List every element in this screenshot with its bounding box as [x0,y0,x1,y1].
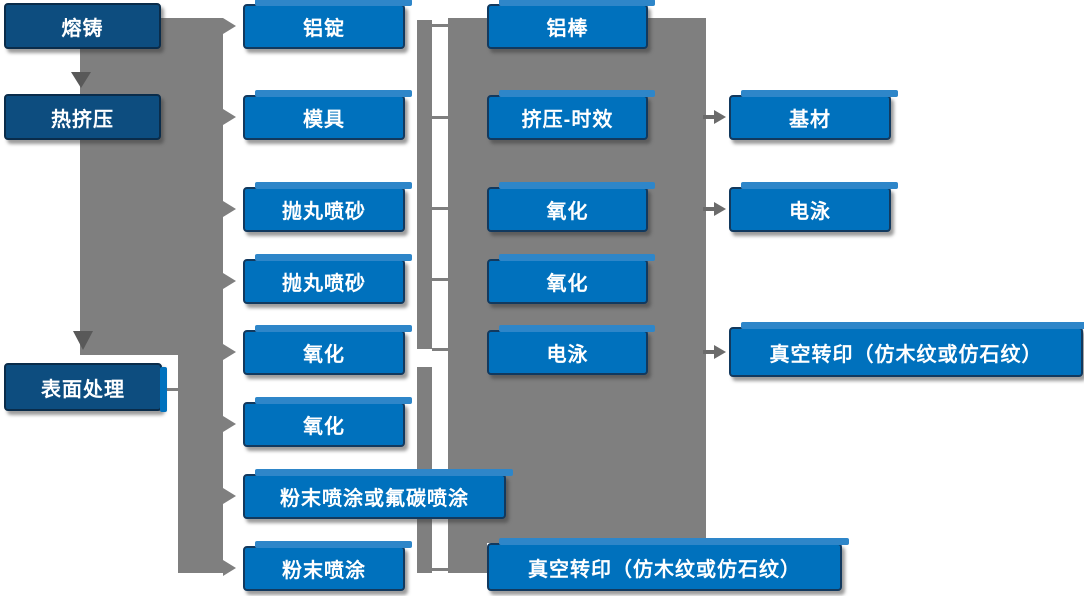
left-trunk-narrow [178,355,223,573]
tie-line-row5 [432,348,448,351]
node-electrophoresis-2: 电泳 [729,182,898,232]
node-base-material: 基材 [729,90,898,140]
node-shot-blasting-1: 抛丸喷砂 [243,182,412,232]
node-mold: 模具 [243,90,412,140]
node-label: 基材 [789,109,831,131]
node-label: 抛丸喷砂 [282,201,366,223]
node-vacuum-transfer-print-2: 真空转印（仿木纹或仿石纹） [729,322,1084,377]
node-oxidation-1: 氧化 [243,325,412,375]
node-label: 铝锭 [303,18,345,40]
node-label: 抛丸喷砂 [282,273,366,295]
left-trunk-wide [80,18,223,355]
down-arrow-to-surface-treatment [73,331,93,350]
node-aluminum-rod: 铝棒 [487,0,655,49]
arrowhead-to-vacuum-transfer [714,345,726,359]
node-electrophoresis-1: 电泳 [487,325,655,375]
node-label: 氧化 [546,273,589,295]
center-panel-foot [448,543,487,573]
node-label: 铝棒 [546,18,589,40]
node-vacuum-transfer-print-1: 真空转印（仿木纹或仿石纹） [487,538,849,591]
node-label: 挤压-时效 [521,109,614,131]
tie-line-row4 [432,278,448,281]
node-label: 氧化 [546,201,589,223]
node-label: 真空转印（仿木纹或仿石纹） [769,343,1043,366]
node-label: 电泳 [789,201,831,223]
node-melting-casting: 熔铸 [4,3,161,49]
arrowhead-to-oxidation-2 [223,416,236,432]
tie-line-row8 [432,568,448,571]
arrowhead-to-aluminum-ingot [223,18,236,34]
node-extrusion-aging: 挤压-时效 [487,90,655,140]
arrowhead-to-mold [223,109,236,125]
down-arrow-melting-to-extrusion [71,72,91,88]
arrow-shaft-to-vacuum-transfer [703,350,716,354]
node-label: 氧化 [303,344,345,366]
node-oxidation-2: 氧化 [243,397,412,447]
tie-line-row3 [432,207,448,210]
node-label: 氧化 [303,416,345,438]
line-surface-treatment-to-trunk [161,388,179,391]
node-label: 粉末喷涂或氟碳喷涂 [280,488,469,510]
arrowhead-to-powder-spraying [223,560,236,576]
node-label: 热挤压 [51,108,114,131]
node-oxidation-3: 氧化 [487,182,655,232]
node-label: 表面处理 [41,378,125,401]
node-label: 粉末喷涂 [282,560,366,582]
node-powder-or-fluorocarbon-spraying: 粉末喷涂或氟碳喷涂 [243,469,513,519]
arrowhead-to-base-material [714,110,726,124]
arrowhead-to-electrophoresis [714,202,726,216]
node-shot-blasting-2: 抛丸喷砂 [243,254,412,304]
node-label: 熔铸 [61,17,104,40]
arrow-shaft-to-electrophoresis [703,207,716,211]
middle-bar-upper [417,20,432,349]
arrow-shaft-to-base-material [703,115,716,119]
arrowhead-to-oxidation-1 [223,344,236,360]
node-oxidation-4: 氧化 [487,254,655,304]
node-aluminum-ingot: 铝锭 [243,0,412,49]
arrowhead-to-shot-blasting-2 [223,273,236,289]
tie-line-row2 [432,116,448,119]
node-label: 电泳 [546,344,589,366]
node-hot-extrusion: 热挤压 [4,94,161,140]
node-label: 真空转印（仿木纹或仿石纹） [528,558,801,581]
tie-line-row1 [432,24,448,27]
node-powder-spraying: 粉末喷涂 [243,541,412,591]
arrowhead-to-shot-blasting-1 [223,201,236,217]
arrowhead-to-powder-fluorocarbon [223,488,236,504]
node-label: 模具 [303,109,345,131]
node-surface-treatment: 表面处理 [4,363,167,412]
